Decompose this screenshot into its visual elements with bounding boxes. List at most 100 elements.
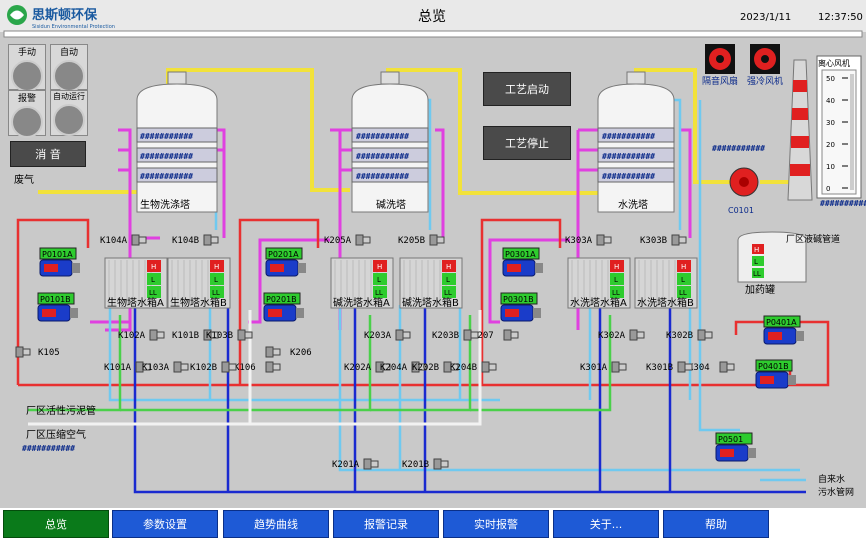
valve-k301a[interactable]: K301A	[580, 361, 627, 373]
tower-alkali-label: 碱洗塔	[376, 198, 406, 211]
valve-k204a[interactable]: K204A	[380, 361, 427, 373]
valve-k102b[interactable]: K102B	[190, 361, 237, 373]
auto-indicator[interactable]: 自动	[50, 44, 88, 92]
pump-p0401b[interactable]: P0401B	[755, 359, 796, 389]
gauge-tick: 20	[826, 141, 835, 149]
pump-p0201a[interactable]: P0201A	[265, 247, 306, 277]
svg-text:###########: ###########	[356, 152, 409, 161]
svg-text:L: L	[214, 276, 218, 284]
pump-p0101b[interactable]: P0101B	[37, 292, 78, 322]
valve-k202a[interactable]: K202A	[344, 361, 391, 373]
valve-k303b[interactable]: K303B	[640, 234, 687, 246]
svg-text:H: H	[377, 263, 382, 271]
nav-item-2[interactable]: 参数设置	[112, 510, 218, 538]
svg-text:K302A: K302A	[598, 331, 626, 341]
nav-item-4[interactable]: 报警记录	[333, 510, 439, 538]
nav-item-6[interactable]: 关于...	[553, 510, 659, 538]
status-strip	[3, 30, 863, 38]
exhaust-label: 废气	[14, 173, 34, 186]
pump-p0201b[interactable]: P0201B	[263, 292, 304, 322]
valve-k207[interactable]: K207	[472, 329, 519, 341]
valve-k203b[interactable]: K203B	[432, 329, 479, 341]
process-stop-button[interactable]: 工艺停止	[483, 126, 571, 160]
valve-k101b[interactable]: K101B	[172, 329, 219, 341]
pump-p0101a[interactable]: P0101A	[39, 247, 80, 277]
pump-p0401a[interactable]: P0401A	[763, 315, 804, 345]
svg-text:K304: K304	[688, 363, 710, 373]
mute-button[interactable]: 消 音	[10, 141, 86, 167]
gauge-tick: 30	[826, 119, 835, 127]
manual-indicator[interactable]: 手动	[8, 44, 46, 92]
svg-text:LL: LL	[375, 289, 383, 297]
svg-text:K201A: K201A	[332, 460, 360, 470]
tank-label: 碱洗塔水箱A	[333, 296, 390, 309]
pump-p0501[interactable]: P0501	[715, 432, 756, 462]
valve-k102a[interactable]: K102A	[118, 329, 165, 341]
valve-k104b[interactable]: K104B	[172, 234, 219, 246]
svg-text:###########: ###########	[356, 172, 409, 181]
valve-k106[interactable]: K106	[234, 361, 281, 373]
valve-k104a[interactable]: K104A	[100, 234, 147, 246]
tower-bio-label: 生物洗涤塔	[140, 198, 190, 211]
svg-text:K103B: K103B	[206, 331, 233, 341]
svg-text:LL: LL	[212, 289, 220, 297]
pump-p0301a[interactable]: P0301A	[502, 247, 543, 277]
tap-water-label: 自来水	[818, 473, 845, 485]
valve-k204b[interactable]: K204B	[450, 361, 497, 373]
pump-p0301b[interactable]: P0301B	[500, 292, 541, 322]
nav-item-1[interactable]: 总览	[3, 510, 109, 538]
alarm-indicator[interactable]: 报警	[8, 90, 46, 138]
valve-k105[interactable]: K105	[15, 346, 60, 358]
svg-text:K202A: K202A	[344, 363, 372, 373]
dosing-tank-label: 加药罐	[745, 283, 775, 296]
pump-label: P0101A	[42, 250, 73, 259]
nav-item-7[interactable]: 帮助	[663, 510, 769, 538]
auto-run-indicator[interactable]: 自动运行	[50, 90, 88, 136]
valve-k205a[interactable]: K205A	[324, 234, 371, 246]
valve-k103a[interactable]: K103A	[142, 361, 189, 373]
svg-text:###########: ###########	[602, 152, 655, 161]
valve-k101a[interactable]: K101A	[104, 361, 151, 373]
valve-k206[interactable]: K206	[265, 346, 312, 358]
blower-label: C0101	[728, 206, 754, 215]
valve-k302a[interactable]: K302A	[598, 329, 645, 341]
brand-logo: 思斯顿环保 Sisidun Environmental Protection	[7, 5, 115, 30]
valve-k304[interactable]: K304	[688, 361, 735, 373]
svg-text:H: H	[151, 263, 156, 271]
drain-pipe	[133, 305, 806, 494]
valve-k201b[interactable]: K201B	[402, 458, 449, 470]
spray-pipes	[90, 128, 692, 332]
process-start-button[interactable]: 工艺启动	[483, 72, 571, 106]
valve-k302b[interactable]: K302B	[666, 329, 713, 341]
valve-k301b[interactable]: K301B	[646, 361, 693, 373]
pump-label: P0401A	[766, 318, 797, 327]
svg-text:L: L	[446, 276, 450, 284]
valve-k203a[interactable]: K203A	[364, 329, 411, 341]
svg-text:H: H	[754, 246, 759, 254]
pump-label: P0401B	[758, 362, 789, 371]
tank-label: 碱洗塔水箱B	[402, 296, 459, 309]
valve-k205b[interactable]: K205B	[398, 234, 445, 246]
valve-k202b[interactable]: K202B	[412, 361, 459, 373]
valve-k303a[interactable]: K303A	[565, 234, 612, 246]
nav-item-3[interactable]: 趋势曲线	[223, 510, 329, 538]
valve-k103b[interactable]: K103B	[206, 329, 253, 341]
svg-text:###########: ###########	[602, 172, 655, 181]
gauge-tick: 10	[826, 163, 835, 171]
svg-text:###########: ###########	[356, 132, 409, 141]
gauge-tick: 50	[826, 75, 835, 83]
svg-text:LL: LL	[149, 289, 157, 297]
svg-text:L: L	[754, 258, 758, 266]
svg-text:K204A: K204A	[380, 363, 408, 373]
svg-text:L: L	[151, 276, 155, 284]
svg-text:K205B: K205B	[398, 236, 425, 246]
svg-text:H: H	[614, 263, 619, 271]
dosing-tank: H L LL 加药罐	[737, 231, 807, 296]
isolation-fan-label: 隔音风扇	[702, 75, 738, 87]
nav-item-5[interactable]: 实时报警	[443, 510, 549, 538]
svg-text:K303B: K303B	[640, 236, 667, 246]
valve-k201a[interactable]: K201A	[332, 458, 379, 470]
